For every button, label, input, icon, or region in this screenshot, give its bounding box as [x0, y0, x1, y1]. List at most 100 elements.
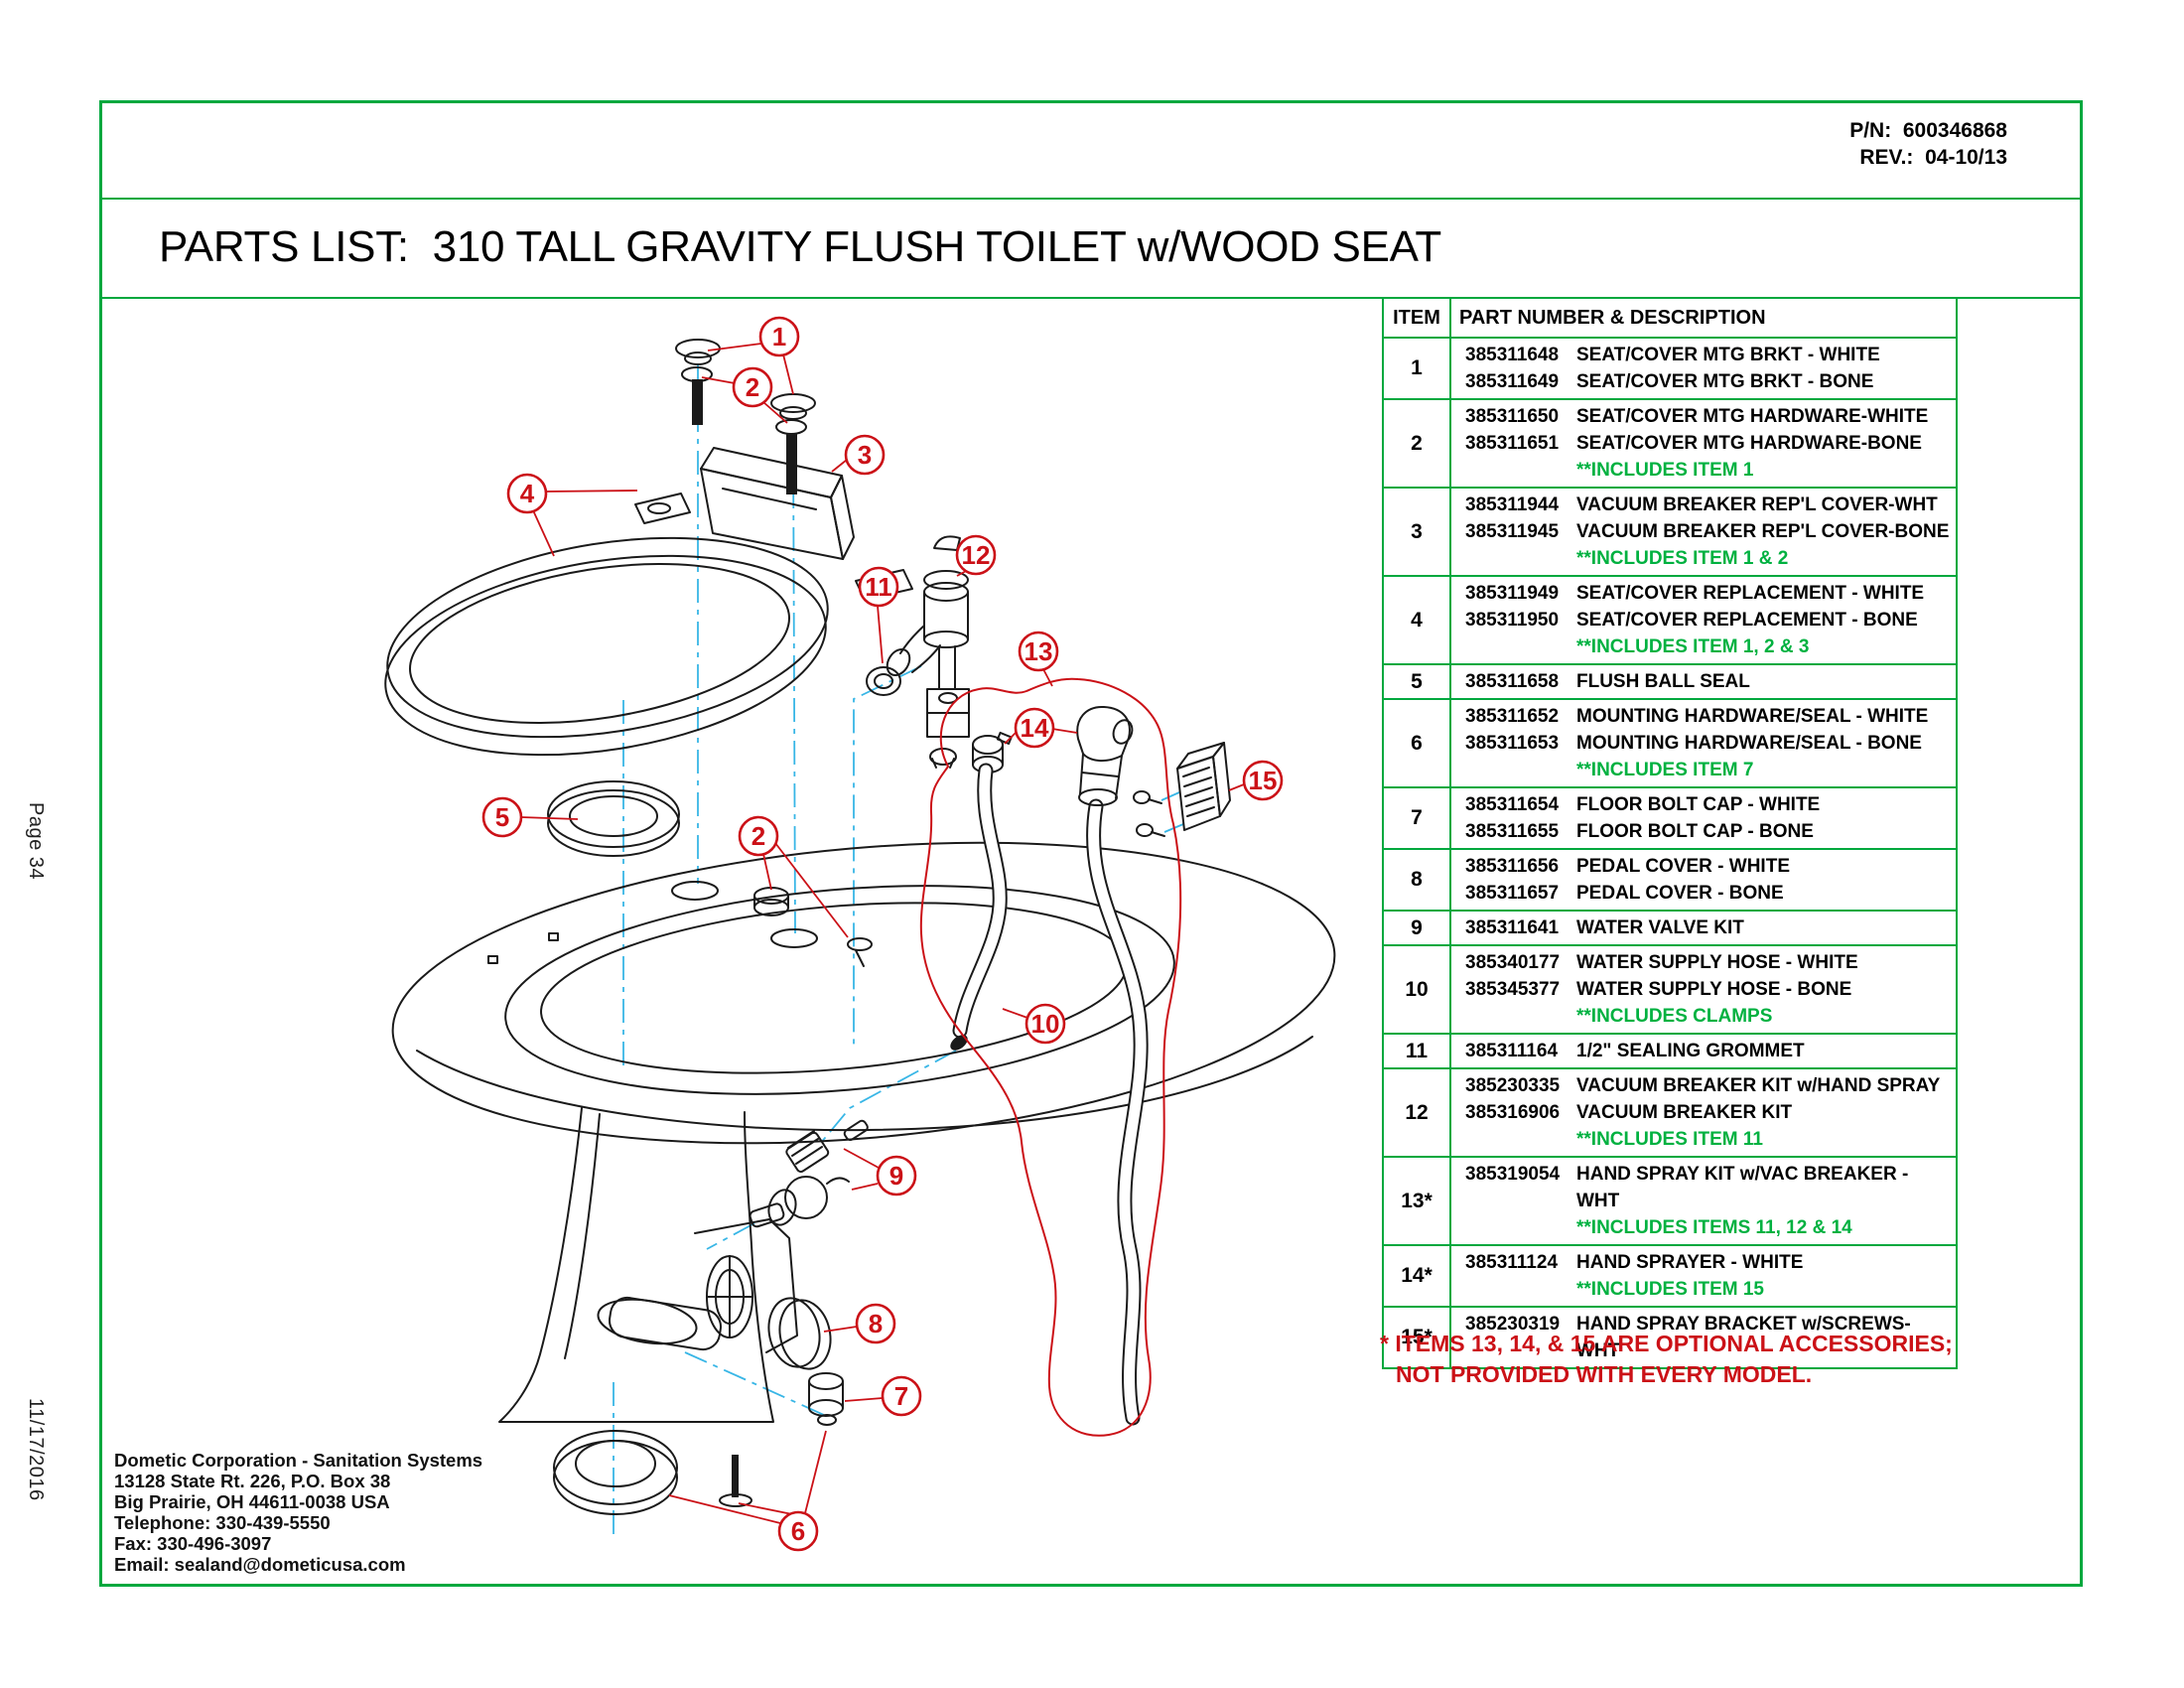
seat-lid — [384, 492, 913, 757]
rev-line: REV.: 04-10/13 — [1849, 144, 2007, 171]
svg-text:5: 5 — [495, 802, 509, 832]
item-number: 8 — [1384, 850, 1451, 910]
floor-bolt-cap-part — [808, 1372, 844, 1426]
part-description-cell: 385311648 SEAT/COVER MTG BRKT - WHITE 3853… — [1451, 339, 1956, 398]
company-line: 13128 State Rt. 226, P.O. Box 38 — [114, 1471, 391, 1491]
item-number: 5 — [1384, 665, 1451, 698]
supply-hose-part — [950, 763, 1008, 1051]
optional-note-line2: NOT PROVIDED WITH EVERY MODEL. — [1396, 1361, 1813, 1387]
svg-text:15: 15 — [1249, 766, 1278, 795]
part-name: VACUUM BREAKER KIT — [1576, 1102, 1793, 1123]
part-number: 385311949 — [1465, 583, 1560, 604]
part-name: WATER SUPPLY HOSE - WHITE — [1576, 952, 1858, 973]
includes-note: **INCLUDES ITEM 1, 2 & 3 — [1576, 636, 1810, 657]
part-number: 385311164 — [1465, 1041, 1559, 1061]
part-name: SEAT/COVER MTG BRKT - BONE — [1576, 371, 1874, 392]
part-description-cell: 385311654 FLOOR BOLT CAP - WHITE 385311655… — [1451, 788, 1956, 848]
part-name: PEDAL COVER - WHITE — [1576, 856, 1790, 877]
col-item: ITEM — [1384, 299, 1451, 337]
svg-text:12: 12 — [962, 540, 991, 570]
part-number: 385311649 — [1465, 371, 1560, 392]
part-description-cell: 385230335 VACUUM BREAKER KIT w/HAND SPRAY… — [1451, 1069, 1956, 1156]
part-name: HAND SPRAYER - WHITE — [1576, 1252, 1804, 1273]
callout-1: 1 — [707, 316, 800, 395]
toilet-bowl — [391, 841, 1336, 1145]
svg-text:7: 7 — [894, 1381, 908, 1411]
includes-note: **INCLUDES ITEM 11 — [1576, 1129, 1763, 1150]
part-name: SEAT/COVER MTG BRKT - WHITE — [1576, 345, 1880, 365]
company-line: Fax: 330-496-3097 — [114, 1533, 272, 1554]
part-number: 385311657 — [1465, 883, 1560, 904]
includes-note: **INCLUDES ITEM 7 — [1576, 760, 1754, 780]
part-revision-block: P/N: 600346868 REV.: 04-10/13 — [1849, 117, 2007, 171]
part-line: 385311654 FLOOR BOLT CAP - WHITE — [1465, 791, 1952, 818]
svg-text:11: 11 — [865, 572, 892, 602]
rev-label: REV.: — [1859, 146, 1914, 169]
col-description: PART NUMBER & DESCRIPTION — [1459, 306, 1766, 329]
callout-7: 7 — [844, 1375, 922, 1417]
includes-note: **INCLUDES ITEMS 11, 12 & 14 — [1576, 1217, 1852, 1238]
part-number: 385311651 — [1465, 433, 1560, 454]
optional-note-line1: * ITEMS 13, 14, & 15 ARE OPTIONAL ACCESS… — [1380, 1331, 1953, 1356]
part-number: 385311655 — [1465, 821, 1560, 842]
pn-line: P/N: 600346868 — [1849, 117, 2007, 144]
callout-2: 2 — [701, 366, 788, 424]
part-number: 385311650 — [1465, 406, 1560, 427]
svg-text:1: 1 — [772, 322, 786, 352]
part-number: 385311950 — [1465, 610, 1560, 631]
pedal-assembly — [597, 1218, 798, 1353]
hand-sprayer-part — [1076, 705, 1134, 806]
part-number: 385311648 — [1465, 345, 1560, 365]
item-number: 4 — [1384, 577, 1451, 663]
svg-text:2: 2 — [746, 372, 759, 402]
callout-9: 9 — [843, 1148, 917, 1196]
part-number: 385311654 — [1465, 794, 1560, 815]
part-name: VACUUM BREAKER REP'L COVER-WHT — [1576, 494, 1938, 515]
svg-text:3: 3 — [858, 440, 872, 470]
pedal-cover-part — [767, 1297, 832, 1370]
part-number: 385319054 — [1465, 1164, 1561, 1185]
vacuum-breaker-part — [886, 535, 970, 769]
part-number: 385316906 — [1465, 1102, 1561, 1123]
item-number: 3 — [1384, 489, 1451, 575]
part-name: FLOOR BOLT CAP - WHITE — [1576, 794, 1821, 815]
floor-seal-part — [553, 1430, 752, 1515]
callout-6: 6 — [668, 1430, 827, 1552]
part-name: SEAT/COVER REPLACEMENT - BONE — [1576, 610, 1918, 631]
item-number: 12 — [1384, 1069, 1451, 1156]
sprayer-hose — [1086, 798, 1149, 1426]
spray-bracket-part — [1176, 742, 1231, 831]
item-number: 11 — [1384, 1035, 1451, 1067]
water-valve-part — [749, 1119, 869, 1228]
part-name: VACUUM BREAKER KIT w/HAND SPRAY — [1576, 1075, 1941, 1096]
part-line: 385311950 SEAT/COVER REPLACEMENT - BONE — [1465, 607, 1952, 633]
callout-12: 12 — [955, 534, 997, 577]
includes-note: **INCLUDES ITEM 15 — [1576, 1279, 1764, 1300]
callout-2: 2 — [738, 815, 849, 938]
grommet-part — [866, 666, 901, 696]
part-number: 385230335 — [1465, 1075, 1561, 1096]
part-line: 385230335 VACUUM BREAKER KIT w/HAND SPRAY — [1465, 1072, 1952, 1099]
